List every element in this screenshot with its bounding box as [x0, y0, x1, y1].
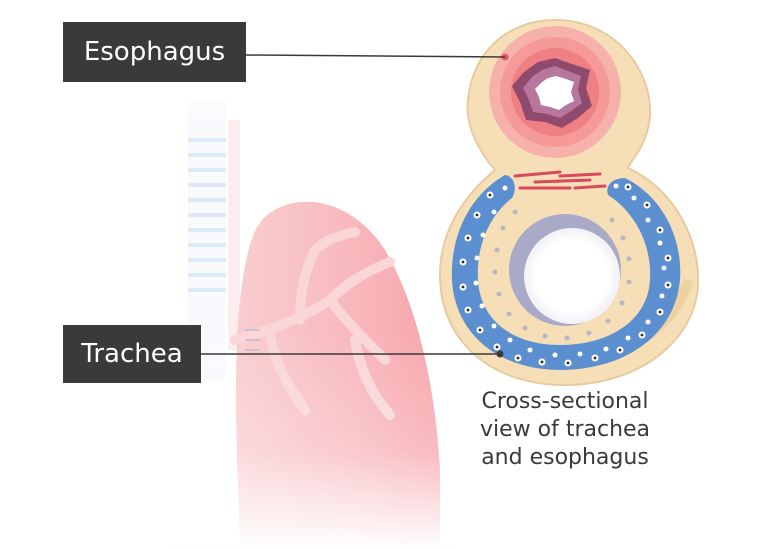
esophagus-leader-line: [245, 54, 506, 58]
caption-line-2: view of trachea: [479, 417, 651, 442]
esophagus-section: [489, 26, 621, 158]
cartilage-cell-nuclei: [461, 185, 670, 365]
diagram-caption: Cross-sectional view of trachea and esop…: [455, 388, 675, 472]
trachea-label: Trachea: [63, 325, 201, 383]
esophagus-label: Esophagus: [63, 22, 246, 82]
esophagus-lumen: [535, 76, 574, 110]
caption-line-3: and esophagus: [481, 445, 649, 470]
cross-section: [438, 18, 700, 387]
cartilage-cells: [459, 183, 672, 367]
background-anatomy: [170, 100, 460, 550]
esophagus-label-text: Esophagus: [83, 37, 226, 67]
caption-line-1: Cross-sectional: [481, 389, 649, 414]
trachealis-muscle: [513, 170, 607, 190]
trachea-lumen: [524, 228, 620, 324]
trachea-label-text: Trachea: [81, 339, 183, 369]
submucosal-glands: [492, 209, 632, 341]
